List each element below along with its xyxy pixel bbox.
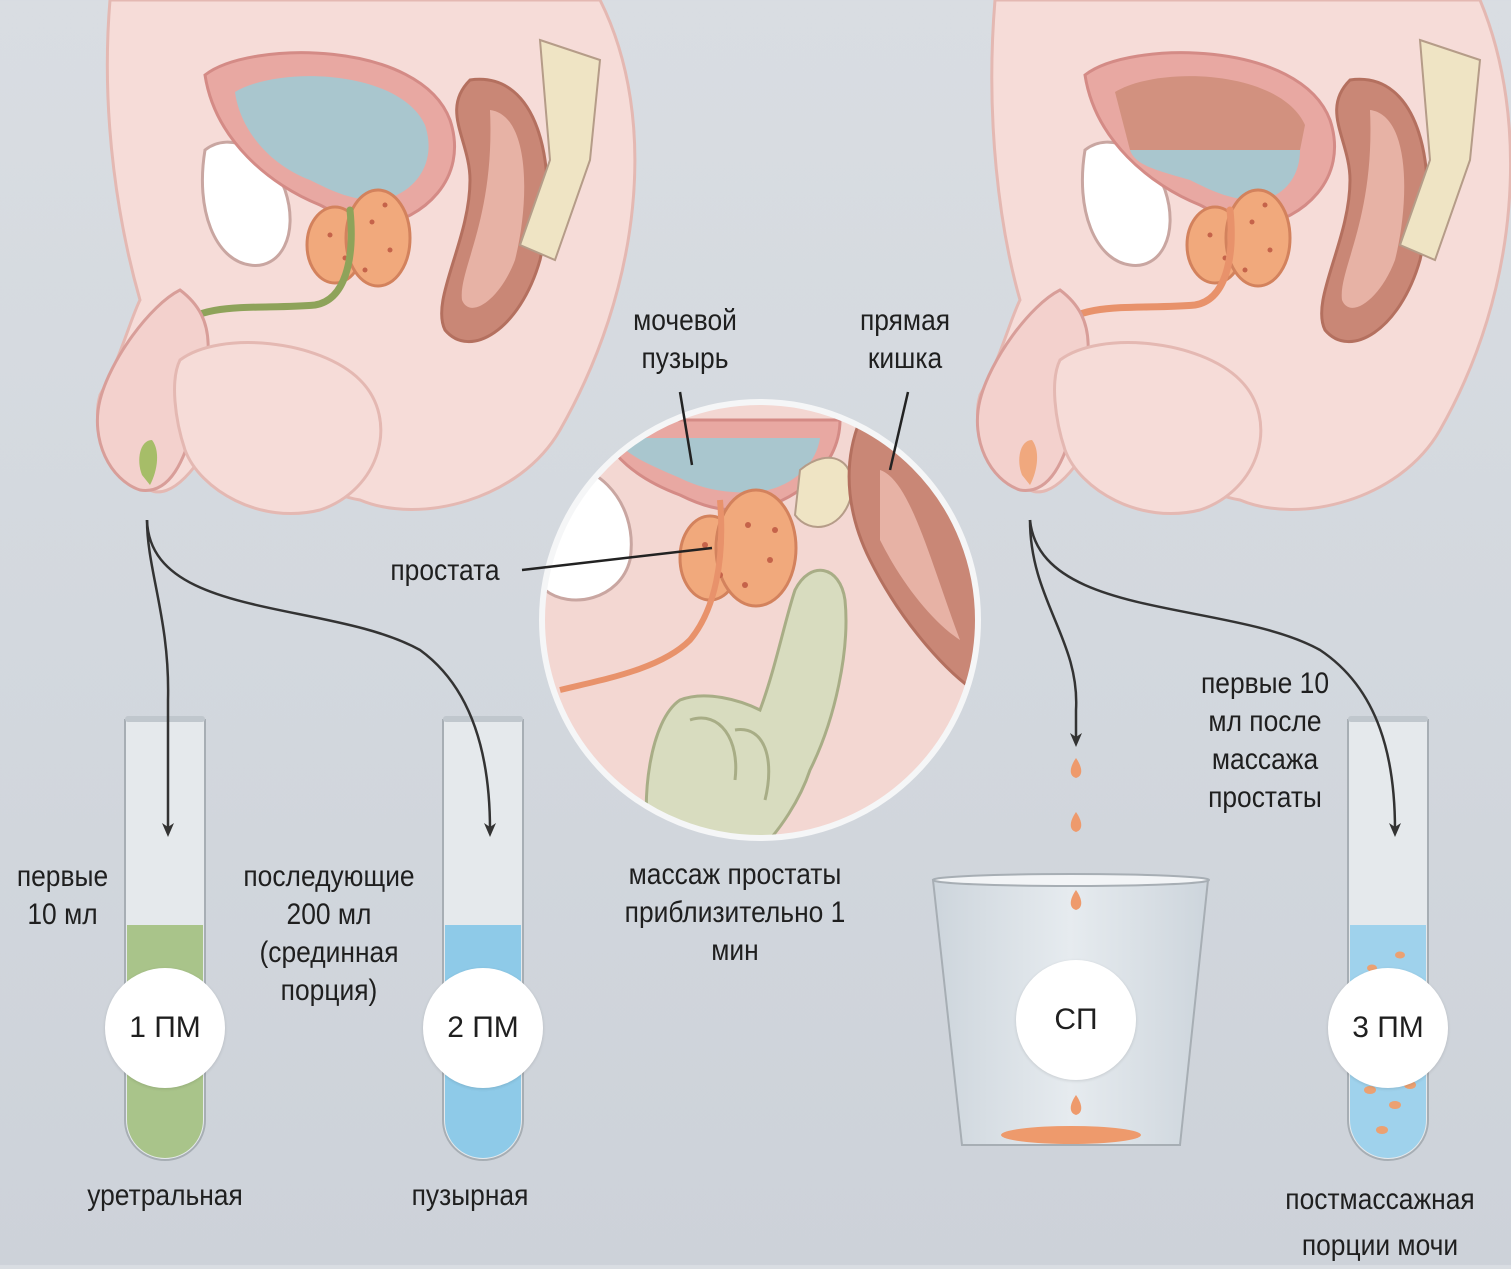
cup-fluid bbox=[1001, 1126, 1141, 1144]
anatomy-left bbox=[97, 0, 634, 514]
sample-1-description: первые 10 мл bbox=[8, 858, 118, 934]
sample-1-badge: 1 ПМ bbox=[105, 968, 225, 1088]
sample-4-name: постмассажная порции мочи bbox=[1270, 1177, 1490, 1269]
massage-caption: массаж простаты приблизительно 1 мин bbox=[607, 856, 862, 970]
tube-1 bbox=[125, 716, 205, 1160]
sample-4-description: первые 10 мл после массажа простаты bbox=[1190, 665, 1340, 817]
massage-magnifier bbox=[522, 392, 990, 850]
sample-2-name: пузырная bbox=[382, 1177, 558, 1215]
label-prostate: простата bbox=[375, 552, 516, 590]
sample-2-badge: 2 ПМ bbox=[423, 968, 543, 1088]
sample-3-badge: СП bbox=[1016, 960, 1136, 1080]
sample-4-badge: 3 ПМ bbox=[1328, 968, 1448, 1088]
label-rectum: прямая кишка bbox=[843, 302, 966, 378]
label-bladder: мочевой пузырь bbox=[619, 302, 751, 378]
tube-2 bbox=[443, 716, 523, 1160]
sample-1-name: уретральная bbox=[59, 1177, 270, 1215]
tube-3 bbox=[1348, 716, 1428, 1160]
arrow-to-cup bbox=[1030, 520, 1076, 740]
anatomy-right bbox=[977, 0, 1510, 514]
sample-2-description: последующие 200 мл (срединная порция) bbox=[231, 858, 426, 1010]
